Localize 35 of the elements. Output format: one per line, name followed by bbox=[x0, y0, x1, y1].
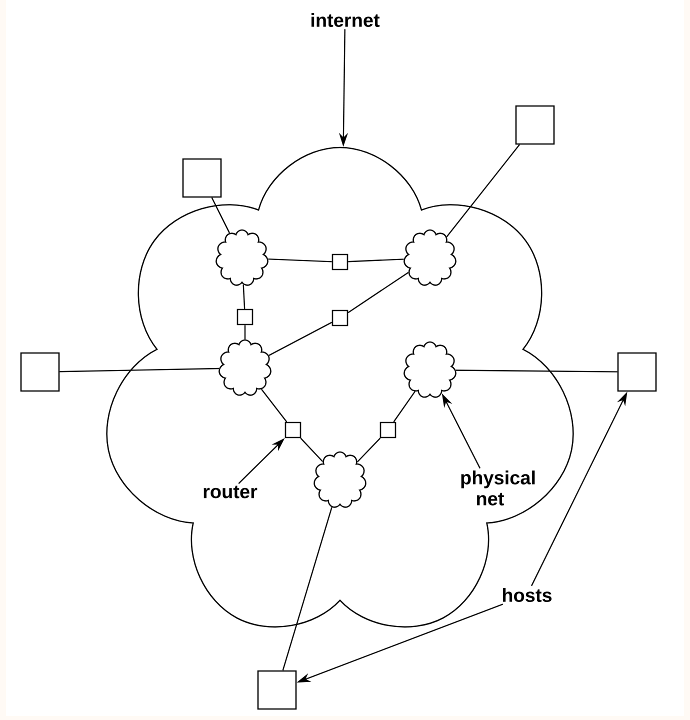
link-line bbox=[348, 272, 409, 314]
link-line bbox=[242, 284, 246, 309]
link-line bbox=[211, 197, 230, 234]
link-line bbox=[282, 507, 332, 671]
link-line bbox=[60, 368, 220, 372]
internet-cloud bbox=[106, 146, 574, 628]
callout-label: hosts bbox=[503, 588, 552, 602]
link-line bbox=[268, 258, 332, 262]
network-cloud bbox=[314, 451, 366, 508]
callout-label: router bbox=[204, 486, 258, 498]
router-square bbox=[332, 310, 348, 326]
router-square bbox=[236, 308, 254, 326]
router-square bbox=[332, 254, 348, 270]
link-line bbox=[261, 388, 288, 422]
link-line bbox=[300, 438, 324, 462]
link-line bbox=[446, 144, 520, 238]
host-box bbox=[515, 105, 555, 145]
link-line bbox=[356, 438, 381, 462]
link-line bbox=[244, 325, 246, 340]
link-line bbox=[393, 391, 416, 422]
callout-label: physical net bbox=[461, 470, 535, 506]
host-box bbox=[20, 352, 60, 392]
link-line bbox=[456, 370, 618, 372]
router-square bbox=[380, 422, 396, 438]
network-cloud bbox=[218, 339, 272, 396]
network-cloud bbox=[404, 341, 456, 398]
link-line bbox=[268, 322, 332, 356]
host-box bbox=[257, 670, 297, 710]
router-square bbox=[284, 422, 302, 438]
host-box bbox=[617, 352, 657, 392]
network-cloud bbox=[216, 229, 268, 286]
callout-label: internet bbox=[312, 13, 380, 27]
network-cloud bbox=[404, 229, 456, 286]
link-line bbox=[348, 258, 404, 262]
host-box bbox=[182, 158, 222, 198]
